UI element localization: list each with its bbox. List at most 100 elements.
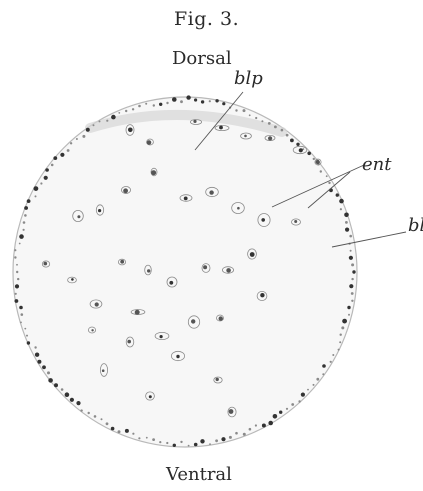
margin-nucleus xyxy=(296,143,299,146)
margin-nucleus xyxy=(76,138,78,140)
margin-nucleus xyxy=(88,412,90,414)
margin-nucleus xyxy=(342,319,347,324)
margin-nucleus xyxy=(44,176,48,180)
margin-nucleus xyxy=(26,335,28,337)
margin-nucleus xyxy=(106,120,108,122)
margin-nucleus xyxy=(111,115,116,120)
margin-nucleus xyxy=(235,432,238,435)
margin-nucleus xyxy=(118,112,120,114)
margin-nucleus xyxy=(243,433,246,436)
margin-nucleus xyxy=(51,164,54,167)
margin-nucleus xyxy=(145,103,147,105)
margin-nucleus xyxy=(125,110,127,112)
figure-title: Fig. 3. xyxy=(174,10,239,29)
margin-nucleus xyxy=(350,250,352,252)
margin-nucleus xyxy=(24,214,27,217)
margin-nucleus xyxy=(274,126,277,129)
margin-nucleus xyxy=(222,102,225,105)
margin-nucleus xyxy=(268,421,273,426)
margin-nucleus xyxy=(215,99,218,102)
margin-nucleus xyxy=(249,114,251,116)
margin-nucleus xyxy=(261,120,263,122)
margin-nucleus xyxy=(316,378,319,381)
margin-nucleus xyxy=(281,129,284,132)
margin-nucleus xyxy=(40,182,42,184)
margin-nucleus xyxy=(47,371,50,374)
margin-nucleus xyxy=(159,103,162,106)
margin-nucleus xyxy=(67,149,70,152)
margin-nucleus xyxy=(34,186,39,191)
margin-nucleus xyxy=(194,443,198,447)
margin-nucleus xyxy=(173,444,176,447)
margin-nucleus xyxy=(24,206,28,210)
margin-nucleus xyxy=(35,353,39,357)
margin-nucleus xyxy=(209,100,211,102)
margin-nucleus xyxy=(19,234,24,239)
margin-nucleus xyxy=(82,135,85,138)
margin-nucleus xyxy=(125,429,129,433)
margin-nucleus xyxy=(286,408,288,410)
margin-nucleus xyxy=(235,109,237,111)
margin-nucleus xyxy=(16,264,18,266)
margin-nucleus xyxy=(138,437,140,439)
margin-nucleus xyxy=(186,95,190,99)
margin-nucleus xyxy=(93,124,95,126)
margin-nucleus xyxy=(180,441,182,443)
margin-nucleus xyxy=(328,182,330,184)
margin-nucleus xyxy=(290,139,294,143)
margin-nucleus xyxy=(322,364,326,368)
margin-nucleus xyxy=(17,278,19,280)
label-blp: blp xyxy=(234,70,263,88)
margin-nucleus xyxy=(286,134,289,137)
margin-nucleus xyxy=(229,436,232,439)
margin-nucleus xyxy=(330,361,332,363)
margin-nucleus xyxy=(19,243,21,245)
margin-nucleus xyxy=(345,228,349,232)
margin-nucleus xyxy=(132,433,134,435)
margin-nucleus xyxy=(34,346,36,348)
margin-nucleus xyxy=(99,120,101,122)
margin-nucleus xyxy=(152,438,155,441)
margin-nucleus xyxy=(336,193,339,196)
label-ent: ent xyxy=(362,156,391,174)
margin-nucleus xyxy=(23,229,25,231)
margin-nucleus xyxy=(54,383,58,387)
margin-nucleus xyxy=(249,428,252,431)
margin-nucleus xyxy=(60,153,64,157)
margin-nucleus xyxy=(146,437,148,439)
margin-nucleus xyxy=(188,445,190,447)
margin-nucleus xyxy=(118,430,121,433)
margin-nucleus xyxy=(76,401,80,405)
margin-nucleus xyxy=(70,142,72,144)
margin-nucleus xyxy=(45,168,49,172)
label-bl: bl xyxy=(408,217,423,235)
margin-nucleus xyxy=(291,403,294,406)
margin-nucleus xyxy=(313,384,315,386)
margin-nucleus xyxy=(326,175,328,177)
margin-nucleus xyxy=(48,378,53,383)
margin-nucleus xyxy=(86,128,90,132)
margin-nucleus xyxy=(255,424,257,426)
margin-nucleus xyxy=(94,415,97,418)
margin-nucleus xyxy=(101,418,103,420)
margin-nucleus xyxy=(255,117,257,119)
margin-nucleus xyxy=(221,437,225,441)
section-interior-wash xyxy=(13,97,357,447)
margin-nucleus xyxy=(307,389,309,391)
margin-nucleus xyxy=(24,328,26,330)
margin-nucleus xyxy=(268,122,271,125)
margin-nucleus xyxy=(301,393,305,397)
entoderm-cell xyxy=(315,159,321,165)
margin-nucleus xyxy=(341,326,344,329)
margin-nucleus xyxy=(339,199,344,204)
margin-nucleus xyxy=(80,409,82,411)
margin-nucleus xyxy=(15,293,17,295)
margin-nucleus xyxy=(322,373,324,375)
margin-nucleus xyxy=(138,105,141,108)
margin-nucleus xyxy=(347,306,350,309)
margin-nucleus xyxy=(351,300,353,302)
margin-nucleus xyxy=(332,354,334,356)
margin-nucleus xyxy=(27,341,30,344)
margin-nucleus xyxy=(351,263,354,266)
